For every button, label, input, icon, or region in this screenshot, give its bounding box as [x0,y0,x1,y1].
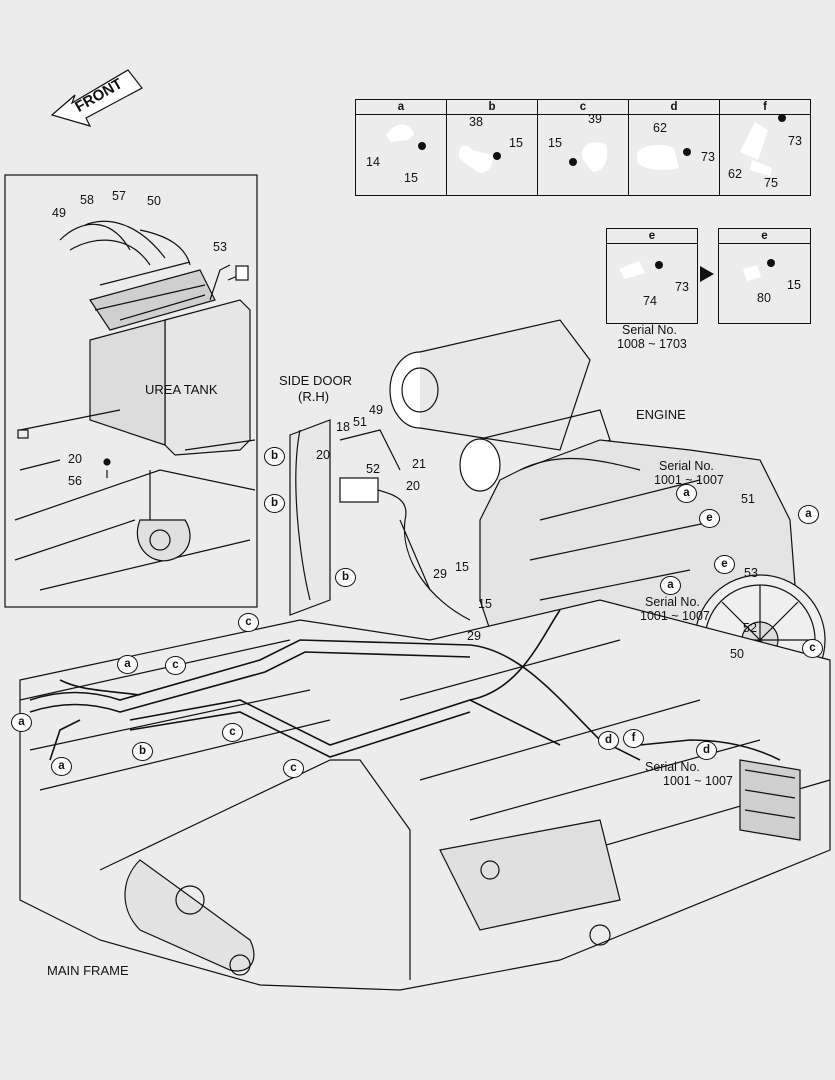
detail-e1-header: e [607,229,697,244]
callout-49: 49 [369,403,383,417]
detail-c-part-15: 15 [548,136,562,150]
callout-51: 51 [353,415,367,429]
detail-d-header: d [629,100,719,115]
serial-3-range: 1001 ~ 1007 [663,774,733,788]
clip-marker-c-3: c [222,723,243,742]
clip-marker-a-1: a [117,655,138,674]
detail-f-part-75: 75 [764,176,778,190]
detail-a-part-14: 14 [366,155,380,169]
detail-box-e-new: e 80 15 [718,228,811,324]
detail-d-part-62: 62 [653,121,667,135]
clip-marker-c-1: c [238,613,259,632]
inset-part-58: 58 [80,193,94,207]
clip-marker-b-2: b [264,494,285,513]
callout-51b: 51 [741,492,755,506]
clip-marker-c-5: c [802,639,823,658]
detail-a-part-15: 15 [404,171,418,185]
serial-e-box-range: 1008 ~ 1703 [617,337,687,351]
callout-52b: 52 [743,621,757,635]
clip-marker-c-4: c [283,759,304,778]
callout-20: 20 [316,448,330,462]
detail-f-header: f [720,100,810,115]
callout-20b: 20 [406,479,420,493]
clip-marker-e-1: e [699,509,720,528]
clip-marker-e-2: e [714,555,735,574]
detail-e2-header: e [719,229,810,244]
detail-b-part-38: 38 [469,115,483,129]
engine-label: ENGINE [636,407,686,422]
callout-52: 52 [366,462,380,476]
side-door-sub-label: (R.H) [298,389,330,404]
clip-marker-d-1: d [598,731,619,750]
inset-part-56: 56 [68,474,82,488]
detail-b-header: b [447,100,537,115]
clip-marker-d-2: d [696,741,717,760]
arrow-right-icon [700,266,714,282]
callout-15b: 15 [478,597,492,611]
callout-29: 29 [433,567,447,581]
detail-box-e-old: e 74 73 [606,228,698,324]
serial-2-range: 1001 ~ 1007 [640,609,710,623]
detail-box-row-1: a 14 15 b 38 15 c 39 15 d 62 73 f 73 62 … [355,99,811,196]
callout-29b: 29 [467,629,481,643]
detail-b-part-15: 15 [509,136,523,150]
serial-2: Serial No. [645,595,700,609]
detail-c-header: c [538,100,628,115]
inset-part-49: 49 [52,206,66,220]
detail-c-part-39: 39 [588,112,602,126]
callout-21: 21 [412,457,426,471]
side-door-label: SIDE DOOR [279,373,352,388]
detail-e1-part-74: 74 [643,294,657,308]
clip-marker-f-1: f [623,729,644,748]
clip-marker-b-4: b [132,742,153,761]
detail-e1-part-73: 73 [675,280,689,294]
clip-marker-a-3: a [51,757,72,776]
callout-50: 50 [730,647,744,661]
detail-e2-part-80: 80 [757,291,771,305]
detail-e2-part-15: 15 [787,278,801,292]
front-arrow-icon [50,69,143,127]
clip-marker-a-2: a [11,713,32,732]
inset-part-20: 20 [68,452,82,466]
inset-part-53: 53 [213,240,227,254]
clip-marker-b-1: b [264,447,285,466]
detail-d-part-73: 73 [701,150,715,164]
serial-3: Serial No. [645,760,700,774]
clip-marker-c-2: c [165,656,186,675]
detail-f-part-73: 73 [788,134,802,148]
callout-53: 53 [744,566,758,580]
detail-f-part-62: 62 [728,167,742,181]
clip-marker-a-6: a [660,576,681,595]
inset-part-57: 57 [112,189,126,203]
clip-marker-b-3: b [335,568,356,587]
clip-marker-a-4: a [676,484,697,503]
serial-1-range: 1001 ~ 1007 [654,473,724,487]
clip-marker-a-5: a [798,505,819,524]
main-frame-label: MAIN FRAME [47,963,129,978]
serial-e-box: Serial No. [622,323,677,337]
inset-part-50: 50 [147,194,161,208]
detail-a-header: a [356,100,446,115]
callout-18: 18 [336,420,350,434]
callout-15: 15 [455,560,469,574]
serial-1: Serial No. [659,459,714,473]
urea-tank-label: UREA TANK [145,382,218,397]
